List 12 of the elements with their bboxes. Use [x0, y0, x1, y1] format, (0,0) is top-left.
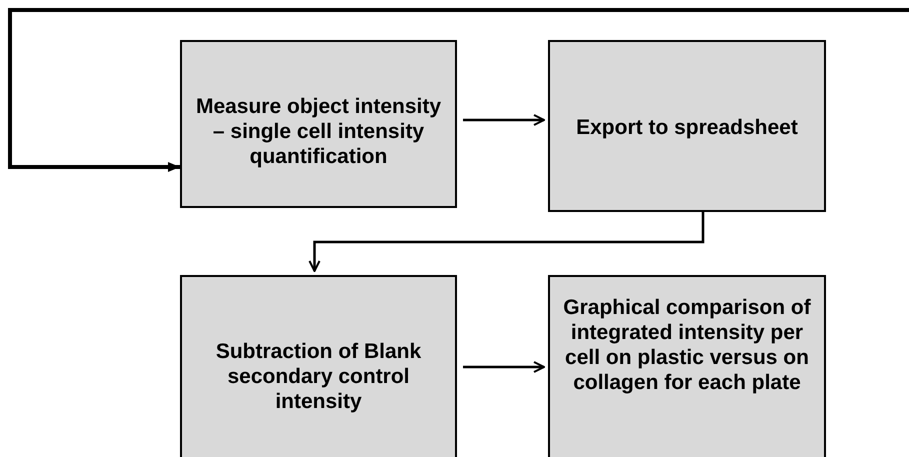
- arrow: [463, 361, 545, 373]
- step-text: Measure object intensity – single cell intensity quantification: [194, 94, 442, 169]
- arrow: [463, 114, 545, 126]
- step-text: Graphical comparison of integrated intensity per cell on plastic versus on collagen for each plate: [562, 295, 812, 395]
- process-box: [180, 275, 457, 457]
- process-box: [548, 40, 826, 212]
- arrow: [8, 8, 909, 172]
- step-text: Subtraction of Blank secondary control intensity: [214, 339, 422, 414]
- process-box: [548, 275, 826, 457]
- step-text: Export to spreadsheet: [575, 115, 799, 140]
- process-box: [180, 40, 457, 208]
- arrow: [308, 212, 704, 272]
